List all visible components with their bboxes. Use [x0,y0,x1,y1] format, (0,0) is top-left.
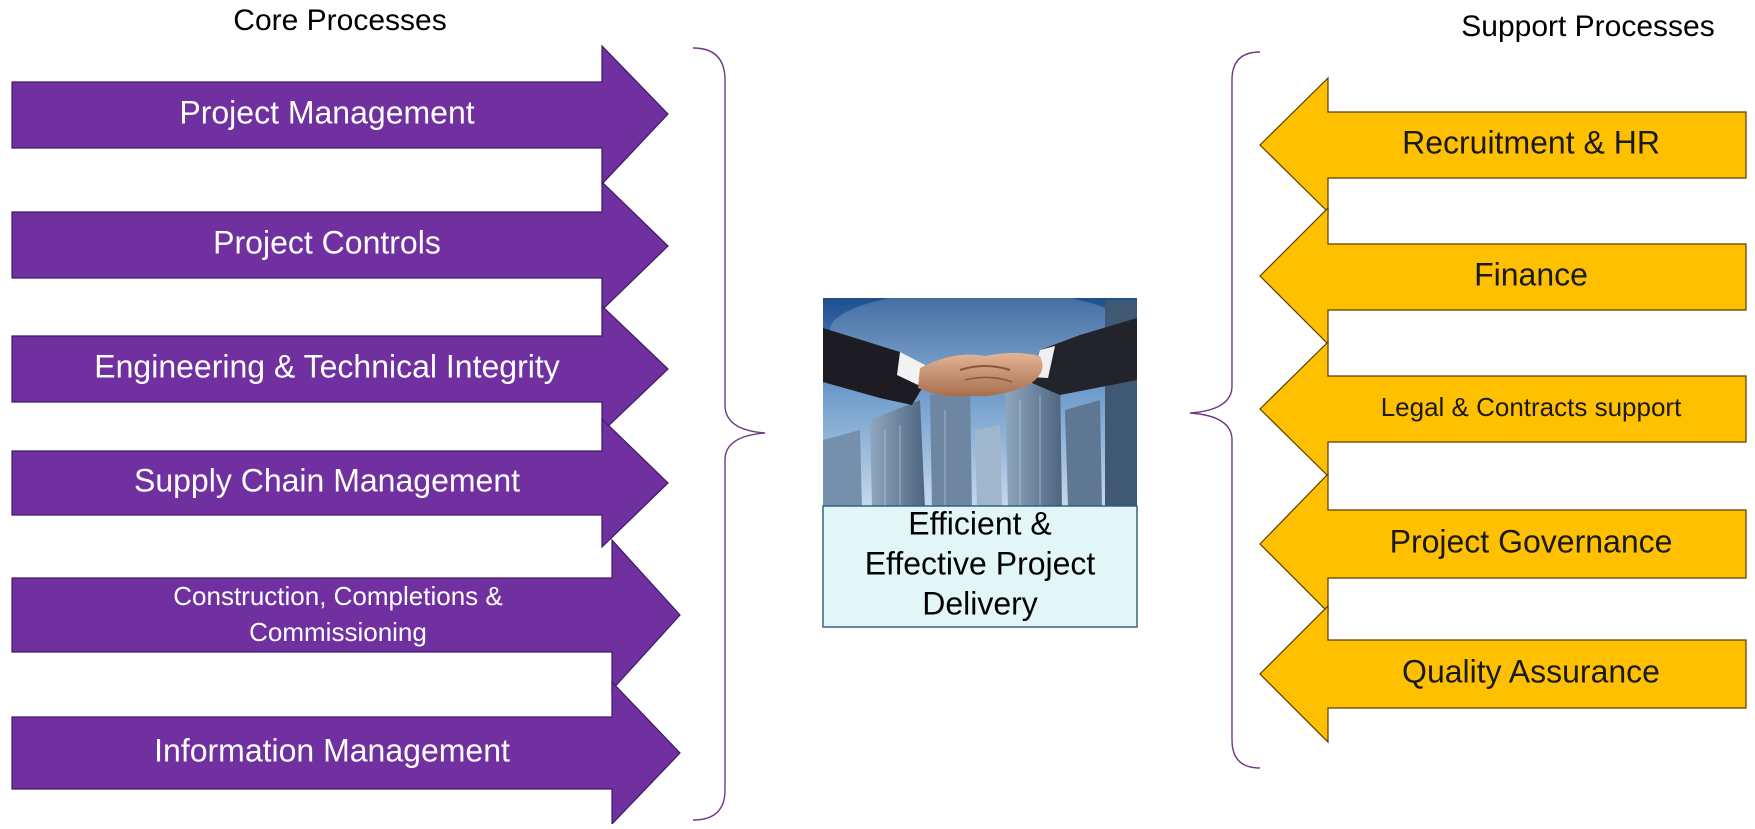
core-label-engineering-and-technical-integrity: Engineering & Technical Integrity [94,348,559,384]
core-arrow-construction-completions-and-commissioning [11,538,681,692]
support-label-project-governance: Project Governance [1390,523,1673,559]
support-processes-heading: Support Processes [1461,10,1714,43]
core-label-information-management: Information Management [154,732,510,768]
support-arrow-project-governance [1259,472,1747,614]
support-label-legal-and-contracts-support: Legal & Contracts support [1381,392,1682,422]
center-outcome-line-3: Delivery [922,585,1038,621]
core-arrow-engineering-and-technical-integrity [11,304,669,434]
support-arrow-recruitment-and-hr [1259,76,1747,214]
core-label-construction-completions-and-commissioning-line-2: Commissioning [249,617,427,647]
center-outcome-box [822,505,1138,628]
core-label-supply-chain-management: Supply Chain Management [134,462,520,498]
core-bracket [692,47,766,821]
core-arrow-project-controls [11,180,669,312]
center-outcome-line-1: Efficient & [908,505,1051,541]
support-bracket [1189,51,1261,769]
support-arrow-legal-and-contracts-support [1259,340,1747,478]
core-arrow-project-management [11,44,669,186]
core-processes-heading: Core Processes [233,4,446,37]
center-outcome-line-2: Effective Project [865,545,1096,581]
support-arrow-finance [1259,206,1747,346]
core-arrow-supply-chain-management [11,417,669,549]
core-label-construction-completions-and-commissioning-line-1: Construction, Completions & [173,581,502,611]
core-arrow-information-management [11,680,681,826]
core-label-project-management: Project Management [179,94,474,130]
support-label-quality-assurance: Quality Assurance [1402,653,1660,689]
support-label-recruitment-and-hr: Recruitment & HR [1402,124,1660,160]
handshake-photo [823,290,1137,508]
support-label-finance: Finance [1474,256,1588,292]
core-label-project-controls: Project Controls [213,224,441,260]
support-arrow-quality-assurance [1259,604,1747,744]
